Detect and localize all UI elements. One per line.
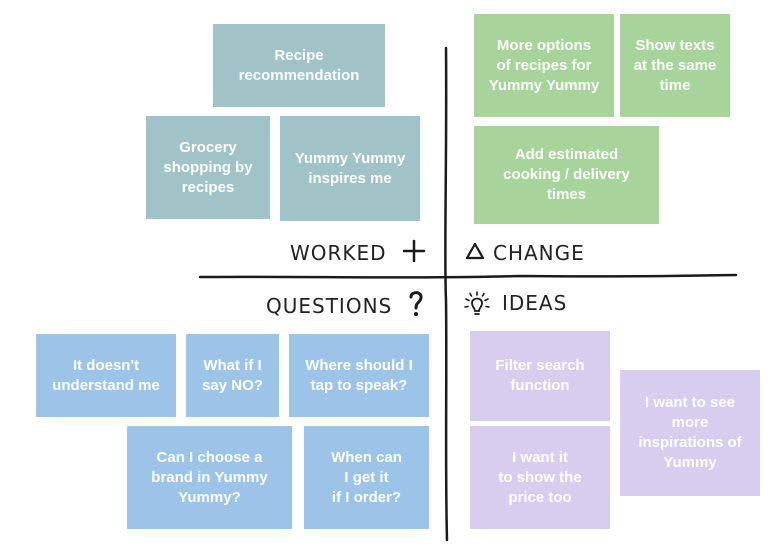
lightbulb-icon [464, 291, 490, 315]
label-change: CHANGE [493, 241, 585, 265]
note-change-3[interactable]: Add estimated cooking / delivery times [474, 126, 659, 224]
plus-icon [402, 239, 426, 263]
triangle-icon [465, 242, 485, 260]
note-worked-1[interactable]: Recipe recommendation [213, 24, 385, 107]
note-change-2[interactable]: Show texts at the same time [620, 14, 730, 117]
note-questions-1[interactable]: It doesn't understand me [36, 334, 176, 417]
label-ideas: IDEAS [502, 291, 568, 315]
horizontal-axis [198, 273, 738, 279]
note-change-1[interactable]: More options of recipes for Yummy Yummy [474, 14, 614, 117]
note-questions-5[interactable]: When can I get it if I order? [304, 426, 429, 529]
note-questions-3[interactable]: Where should I tap to speak? [289, 334, 429, 417]
note-ideas-1[interactable]: Filter search function [470, 331, 610, 421]
note-questions-2[interactable]: What if I say NO? [186, 334, 279, 417]
label-worked: WORKED [290, 241, 387, 265]
label-questions: QUESTIONS [266, 294, 393, 318]
note-ideas-2[interactable]: I want it to show the price too [470, 426, 610, 529]
note-worked-3[interactable]: Yummy Yummy inspires me [280, 116, 420, 221]
note-ideas-3[interactable]: I want to see more inspirations of Yummy [620, 370, 760, 496]
note-questions-4[interactable]: Can I choose a brand in Yummy Yummy? [127, 426, 292, 529]
note-worked-2[interactable]: Grocery shopping by recipes [146, 116, 270, 219]
vertical-axis [444, 46, 449, 542]
question-mark-icon [409, 291, 423, 316]
